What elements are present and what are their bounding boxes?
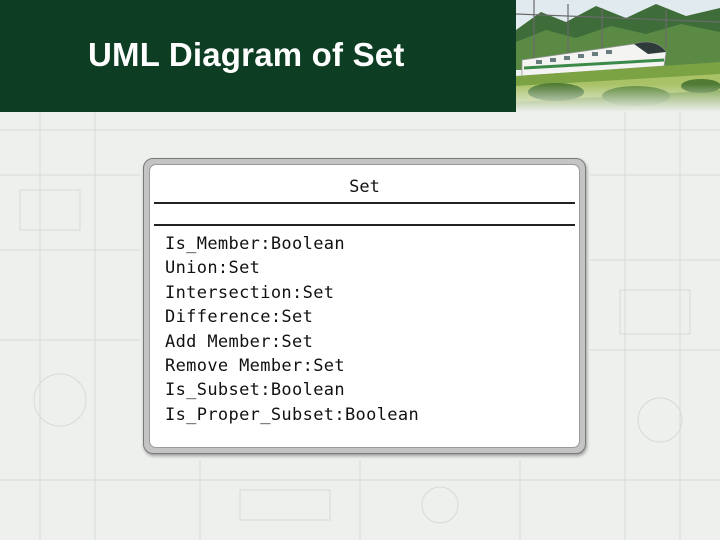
uml-class-panel: Set Is_Member:Boolean Union:Set Intersec… [149, 164, 580, 448]
uml-method: Union:Set [165, 258, 261, 279]
slide-title: UML Diagram of Set [88, 36, 405, 73]
uml-method: Is_Subset:Boolean [165, 380, 345, 401]
uml-method-list: Is_Member:Boolean Union:Set Intersection… [165, 232, 419, 427]
attributes-divider [154, 224, 575, 226]
uml-class-name: Set [349, 177, 380, 197]
uml-method: Difference:Set [165, 307, 314, 328]
uml-method: Is_Proper_Subset:Boolean [165, 404, 420, 425]
uml-method: Remove Member:Set [165, 356, 345, 377]
class-name-divider [154, 202, 575, 204]
header-photo [516, 0, 720, 112]
uml-class-box: Set Is_Member:Boolean Union:Set Intersec… [143, 158, 586, 454]
uml-method: Intersection:Set [165, 282, 335, 303]
uml-method: Is_Member:Boolean [165, 234, 345, 254]
title-bar: UML Diagram of Set [0, 0, 516, 112]
bullet-train-image [516, 0, 720, 112]
uml-method: Add Member:Set [165, 331, 314, 352]
